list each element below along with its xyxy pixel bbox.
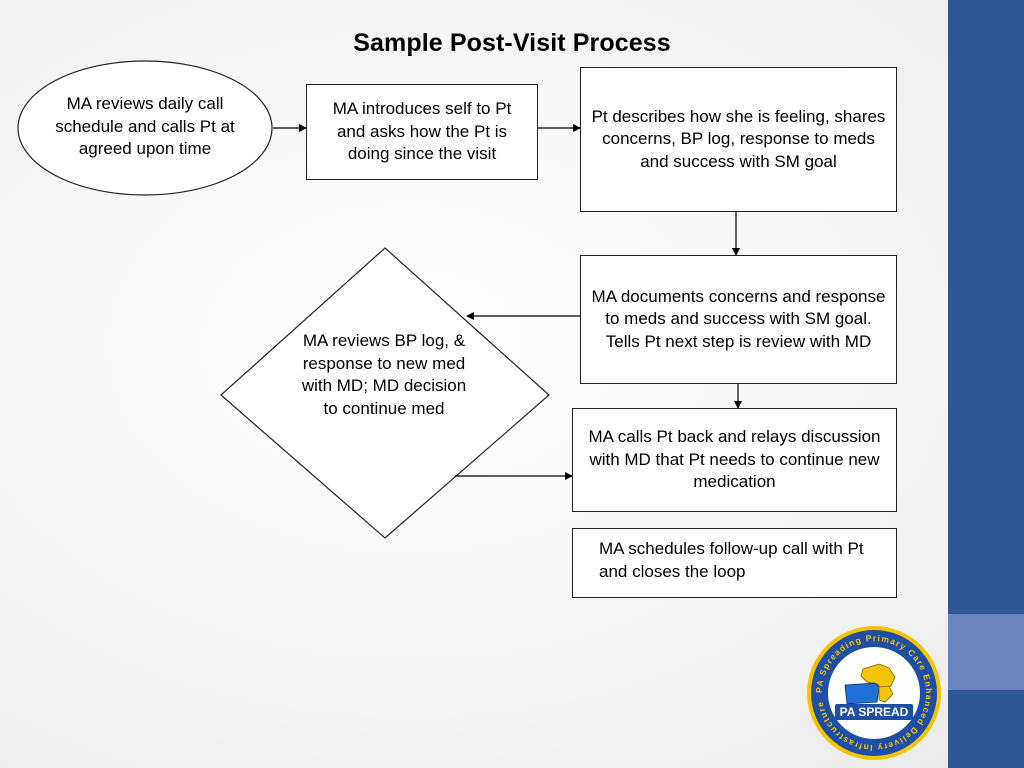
start-oval — [17, 60, 273, 196]
logo-label: PA SPREAD — [840, 705, 909, 719]
step-call-schedule: MA reviews daily call schedule and calls… — [55, 94, 235, 158]
pa-spread-logo: PA Spreading Primary Care Enhanced Deliv… — [807, 626, 941, 760]
step-calls-back: MA calls Pt back and relays discussion w… — [572, 408, 897, 512]
step-pt-describes: Pt describes how she is feeling, shares … — [580, 67, 897, 212]
decision-diamond — [220, 247, 550, 539]
page-title: Sample Post-Visit Process — [353, 29, 671, 57]
step-follow-up: MA schedules follow-up call with Pt and … — [572, 528, 897, 598]
step-introduce: MA introduces self to Pt and asks how th… — [306, 84, 538, 180]
sidebar-accent-square — [948, 614, 1024, 690]
step-documents: MA documents concerns and response to me… — [580, 255, 897, 384]
step-md-review: MA reviews BP log, & response to new med… — [301, 331, 467, 418]
